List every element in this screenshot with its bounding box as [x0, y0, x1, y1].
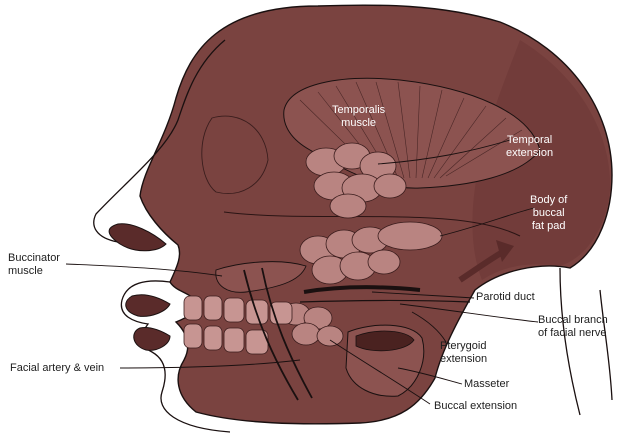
upper-lip — [126, 295, 170, 317]
label-pterygoid-extension: Pterygoid extension — [440, 340, 487, 366]
label-temporal-extension: Temporal extension — [506, 134, 553, 160]
label-body-fat-line2: buccal — [530, 207, 567, 220]
label-buccinator: Buccinator muscle — [8, 252, 60, 278]
label-body-fat-line1: Body of — [530, 194, 567, 207]
label-parotid-duct: Parotid duct — [476, 291, 535, 304]
label-body-of-buccal-fat-pad: Body of buccal fat pad — [530, 194, 567, 233]
nose — [109, 224, 166, 251]
label-temporalis-line1: Temporalis — [332, 104, 385, 117]
label-temporalis: Temporalis muscle — [332, 104, 385, 130]
label-buccal-branch-line1: Buccal branch — [538, 314, 608, 327]
label-body-fat-line3: fat pad — [530, 220, 567, 233]
label-buccal-extension: Buccal extension — [434, 400, 517, 413]
lower-lip — [134, 327, 170, 350]
label-buccal-branch: Buccal branch of facial nerve — [538, 314, 608, 340]
label-facial-artery-vein: Facial artery & vein — [10, 362, 104, 375]
label-buccinator-line1: Buccinator — [8, 252, 60, 265]
neck-outline — [560, 268, 612, 415]
label-masseter: Masseter — [464, 378, 509, 391]
label-temporal-extension-line2: extension — [506, 147, 553, 160]
label-temporalis-line2: muscle — [332, 117, 385, 130]
label-buccal-branch-line2: of facial nerve — [538, 327, 608, 340]
label-buccinator-line2: muscle — [8, 265, 60, 278]
label-temporal-extension-line1: Temporal — [506, 134, 553, 147]
label-pterygoid-line2: extension — [440, 353, 487, 366]
label-pterygoid-line1: Pterygoid — [440, 340, 487, 353]
